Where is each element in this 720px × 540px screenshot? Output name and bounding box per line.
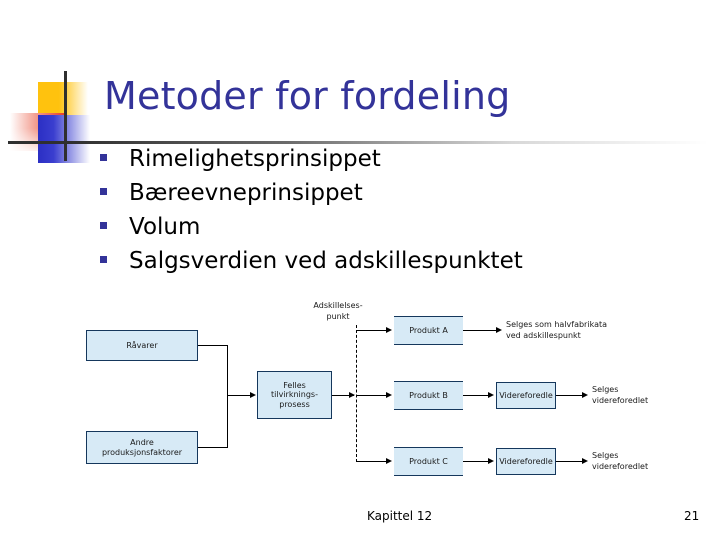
arrowhead-into-outcome-a [496, 327, 502, 333]
diagram-node-produkt-c: Produkt C [394, 447, 463, 476]
footer-chapter-label: Kapittel 12 [367, 509, 433, 523]
connector-produkt-a-out [463, 330, 499, 332]
decorative-logo [0, 55, 115, 170]
connector-raavarer-out [198, 345, 227, 347]
split-point-dashed-line [356, 325, 357, 462]
logo-vertical-rule [64, 71, 67, 161]
connector-merge-to-felles [227, 395, 251, 397]
process-flow-diagram: Råvarer Andre produksjonsfaktorer Felles… [0, 285, 720, 500]
diagram-node-videreforedle-b: Videreforedle [496, 382, 556, 409]
connector-split-to-produkt-a [356, 330, 390, 332]
diagram-label-outcome-c: Selges videreforedlet [592, 451, 649, 471]
connector-produkt-c-out [463, 461, 491, 463]
title-divider-rule [8, 141, 708, 144]
diagram-label-outcome-a: Selges som halvfabrikata ved adskillespu… [506, 320, 608, 340]
arrowhead-into-felles [250, 392, 256, 398]
connector-andre-out [198, 447, 227, 449]
diagram-node-felles-tilvirkningsprosess: Felles tilvirknings- prosess [257, 371, 332, 419]
connector-videreforedle-b-out [556, 395, 585, 397]
bullet-square-icon [100, 222, 107, 229]
list-item-label: Rimelighetsprinsippet [129, 146, 381, 172]
footer-page-number: 21 [684, 509, 700, 523]
connector-produkt-b-out [463, 395, 491, 397]
diagram-node-raavarer: Råvarer [86, 330, 198, 361]
diagram-node-andre-produksjonsfaktorer: Andre produksjonsfaktorer [86, 431, 198, 464]
list-item: Salgsverdien ved adskillespunktet [100, 248, 660, 282]
diagram-node-produkt-b: Produkt B [394, 381, 463, 410]
diagram-node-produkt-a: Produkt A [394, 316, 463, 345]
page-title: Metoder for fordeling [104, 74, 511, 118]
connector-felles-to-split [332, 395, 354, 397]
arrowhead-into-videreforedle-b [488, 392, 494, 398]
list-item: Bæreevneprinsippet [100, 180, 660, 214]
diagram-node-videreforedle-c: Videreforedle [496, 448, 556, 475]
list-item-label: Volum [129, 214, 201, 240]
bullet-square-icon [100, 256, 107, 263]
diagram-label-adskillelsespunkt: Adskillelses- punkt [313, 301, 363, 321]
list-item: Rimelighetsprinsippet [100, 146, 660, 180]
list-item: Volum [100, 214, 660, 248]
list-item-label: Bæreevneprinsippet [129, 180, 363, 206]
list-item-label: Salgsverdien ved adskillespunktet [129, 248, 523, 274]
arrowhead-into-produkt-c [386, 458, 392, 464]
arrowhead-into-videreforedle-c [488, 458, 494, 464]
bullet-list: Rimelighetsprinsippet Bæreevneprinsippet… [100, 146, 660, 282]
bullet-square-icon [100, 188, 107, 195]
connector-split-to-produkt-c [356, 461, 390, 463]
bullet-square-icon [100, 154, 107, 161]
arrowhead-into-split [349, 392, 355, 398]
connector-videreforedle-c-out [556, 461, 585, 463]
arrowhead-into-produkt-b [386, 392, 392, 398]
connector-merge-vertical [227, 345, 229, 448]
arrowhead-into-outcome-b [582, 392, 588, 398]
arrowhead-into-outcome-c [582, 458, 588, 464]
diagram-label-outcome-b: Selges videreforedlet [592, 385, 649, 405]
arrowhead-into-produkt-a [386, 327, 392, 333]
connector-split-to-produkt-b [356, 395, 390, 397]
